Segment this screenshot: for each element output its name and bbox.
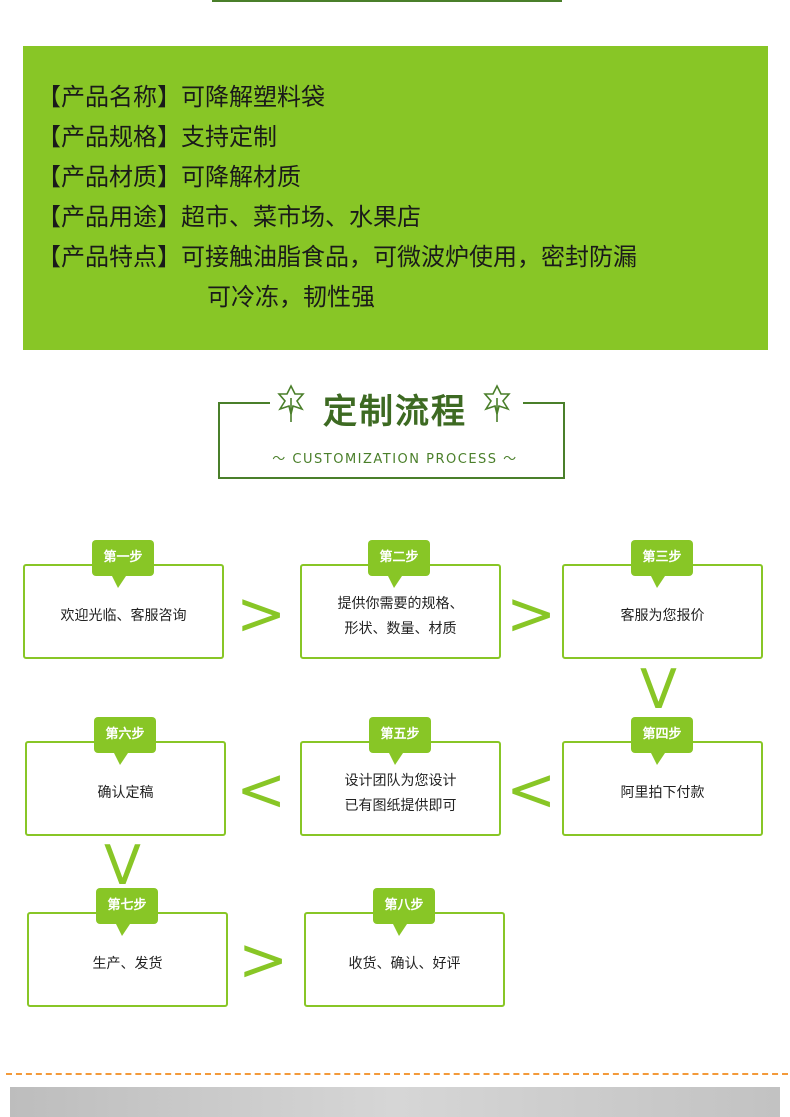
top-frame-decoration	[212, 0, 562, 2]
step-1-badge: 第一步	[92, 540, 154, 588]
next-section-preview	[10, 1087, 780, 1117]
info-value: 可降解材质	[181, 163, 301, 191]
arrow-right-icon: >	[238, 925, 289, 995]
info-line-spec: 【产品规格】支持定制	[37, 122, 277, 152]
info-value: 支持定制	[181, 123, 277, 151]
step-8-text: 收货、确认、好评	[348, 956, 461, 972]
arrow-left-icon: <	[236, 755, 287, 825]
info-line-material: 【产品材质】可降解材质	[37, 162, 301, 192]
arrow-right-icon: >	[236, 579, 287, 649]
arrow-right-icon: >	[506, 579, 557, 649]
arrow-down-icon: V	[104, 834, 141, 897]
leaf-icon	[277, 384, 305, 422]
info-value: 可降解塑料袋	[181, 83, 325, 111]
arrow-left-icon: <	[506, 755, 557, 825]
leaf-icon	[483, 384, 511, 422]
section-title-frame	[218, 402, 565, 479]
info-key: 【产品规格】	[37, 123, 181, 151]
step-5-line-2: 已有图纸提供即可	[344, 797, 457, 814]
step-3-text: 客服为您报价	[620, 608, 705, 624]
info-value: 超市、菜市场、水果店	[181, 203, 421, 231]
info-key: 【产品名称】	[37, 83, 181, 111]
step-8-badge: 第八步	[373, 888, 435, 936]
step-3-badge: 第三步	[631, 540, 693, 588]
product-info-panel: 【产品名称】可降解塑料袋 【产品规格】支持定制 【产品材质】可降解材质 【产品用…	[23, 46, 768, 350]
info-key: 【产品用途】	[37, 203, 181, 231]
dashed-divider	[6, 1073, 788, 1075]
step-5-badge: 第五步	[369, 717, 431, 765]
step-6-badge: 第六步	[94, 717, 156, 765]
step-6-text: 确认定稿	[97, 785, 154, 801]
step-2-line-2: 形状、数量、材质	[344, 620, 457, 637]
step-5-line-1: 设计团队为您设计	[344, 772, 457, 789]
arrow-down-icon: V	[640, 658, 677, 721]
info-key: 【产品特点】	[37, 243, 181, 271]
step-2-badge: 第二步	[368, 540, 430, 588]
step-2-line-1: 提供你需要的规格、	[337, 595, 464, 612]
step-5-text: 设计团队为您设计 已有图纸提供即可	[345, 769, 457, 819]
info-line-features: 【产品特点】可接触油脂食品，可微波炉使用，密封防漏	[37, 242, 637, 272]
info-line-name: 【产品名称】可降解塑料袋	[37, 82, 325, 112]
step-4-text: 阿里拍下付款	[620, 785, 705, 801]
info-line-features-continued: 可冷冻，韧性强	[207, 283, 375, 311]
step-7-text: 生产、发货	[92, 956, 163, 972]
step-4-badge: 第四步	[631, 717, 693, 765]
info-line-usage: 【产品用途】超市、菜市场、水果店	[37, 202, 421, 232]
info-value: 可接触油脂食品，可微波炉使用，密封防漏	[181, 243, 637, 271]
info-key: 【产品材质】	[37, 163, 181, 191]
step-7-badge: 第七步	[96, 888, 158, 936]
step-1-text: 欢迎光临、客服咨询	[60, 608, 187, 624]
frame-line-right	[523, 402, 565, 404]
step-2-text: 提供你需要的规格、 形状、数量、材质	[338, 592, 464, 642]
frame-line-left	[218, 402, 270, 404]
section-title: 定制流程	[323, 392, 467, 432]
section-subtitle: ～ CUSTOMIZATION PROCESS ～	[272, 452, 518, 467]
